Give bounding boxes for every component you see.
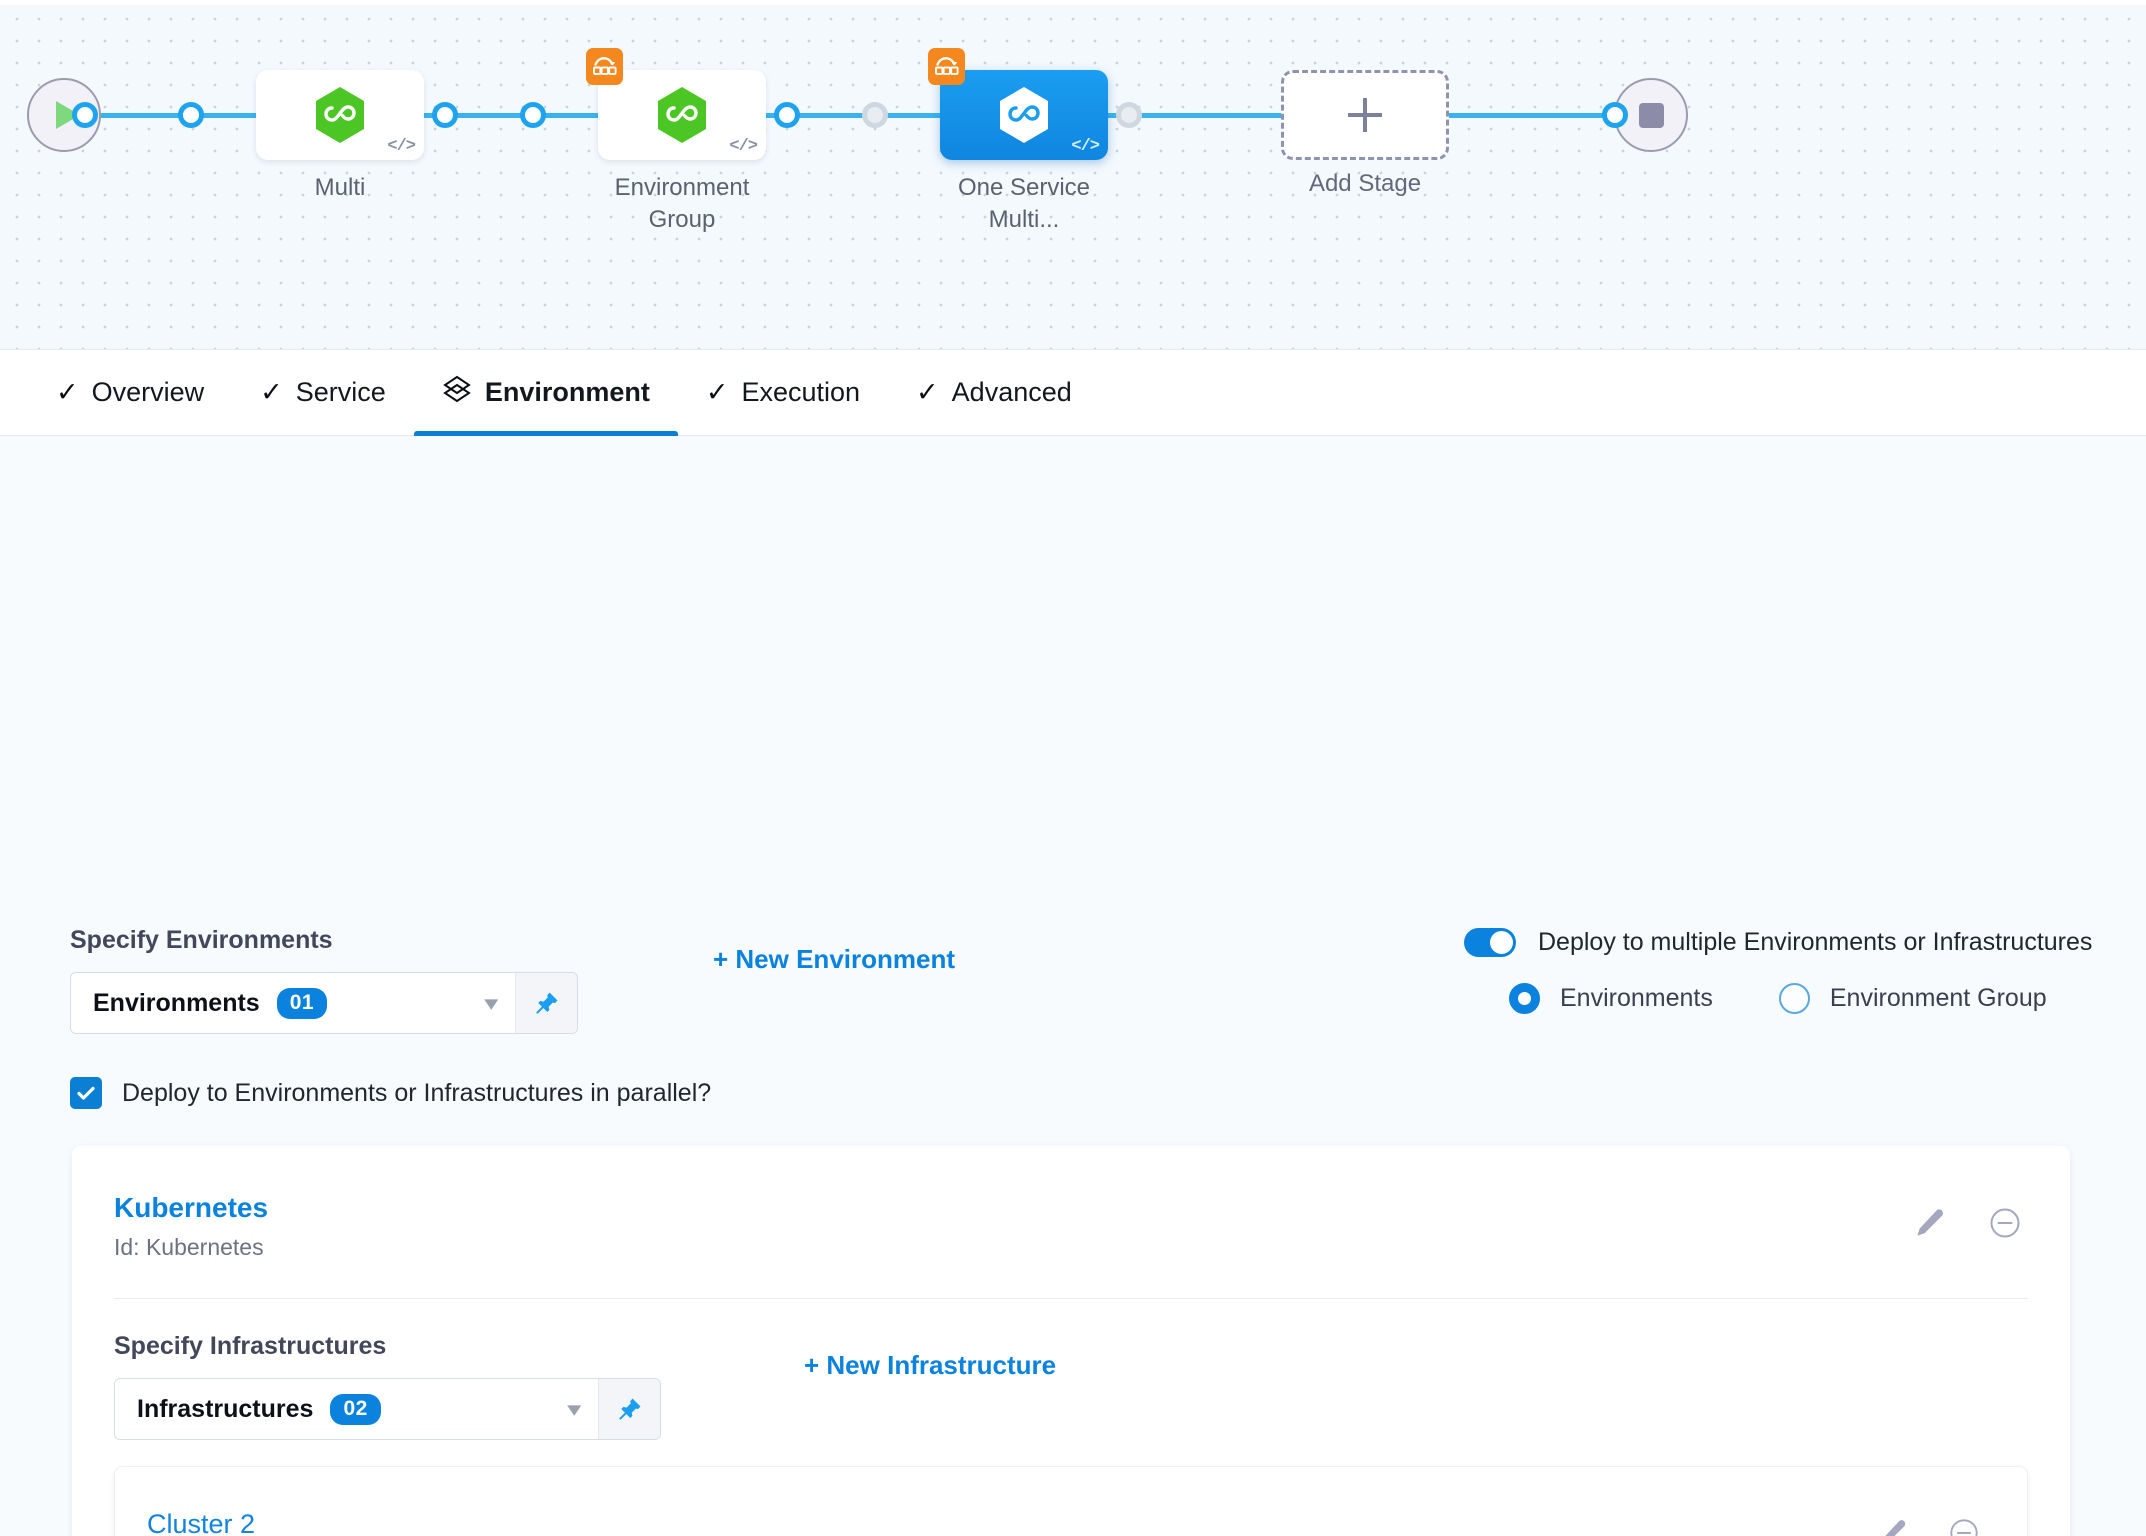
tab-overview[interactable]: ✓ Overview (28, 350, 232, 436)
parallel-deploy-checkbox[interactable] (70, 1077, 102, 1109)
connector-dot-end[interactable] (1602, 102, 1628, 128)
pushpin-icon (618, 1398, 640, 1420)
tab-label: Service (295, 377, 386, 407)
environments-select[interactable]: Environments 01 ▾ (70, 972, 578, 1034)
harness-hex-green-icon (658, 87, 706, 143)
stage-node-one-service-multi[interactable]: </> (928, 48, 1108, 160)
edit-infrastructure-button[interactable] (1876, 1517, 1908, 1536)
pin-environments-button[interactable] (515, 973, 577, 1033)
pin-infrastructures-button[interactable] (598, 1379, 660, 1439)
radio-environments-label: Environments (1560, 984, 1713, 1012)
connector-dot-start[interactable] (72, 102, 98, 128)
multi-deploy-group: Deploy to multiple Environments or Infra… (1464, 928, 2104, 1014)
new-infrastructure-link[interactable]: + New Infrastructure (804, 1350, 1057, 1380)
connector-dot-3[interactable] (520, 102, 546, 128)
minus-circle-icon (1950, 1519, 1978, 1536)
check-icon: ✓ (916, 377, 939, 407)
environment-card: Kubernetes Id: Kubernetes Specify Infras… (72, 1146, 2070, 1536)
parallel-deploy-row: Deploy to Environments or Infrastructure… (70, 1077, 711, 1109)
stage-yaml-icon: </> (1071, 137, 1100, 156)
tab-service[interactable]: ✓ Service (232, 350, 414, 436)
radio-environments[interactable] (1509, 983, 1540, 1014)
check-icon: ✓ (260, 377, 283, 407)
environment-name-link[interactable]: Kubernetes (114, 1192, 269, 1223)
environments-count-badge: 01 (276, 987, 328, 1019)
connector-dot-2[interactable] (432, 102, 458, 128)
infrastructures-count-badge: 02 (330, 1393, 381, 1425)
tab-environment[interactable]: Environment (413, 350, 678, 436)
tab-advanced[interactable]: ✓ Advanced (888, 350, 1100, 436)
stage-node-environment-group[interactable]: </> (586, 48, 766, 160)
stage-yaml-icon: </> (387, 137, 416, 156)
chevron-down-icon: ▾ (484, 991, 499, 1015)
connector-dot-4[interactable] (774, 102, 800, 128)
tab-label: Advanced (951, 377, 1072, 407)
multi-deploy-toggle-label: Deploy to multiple Environments or Infra… (1538, 928, 2093, 956)
pushpin-icon (535, 992, 557, 1014)
specify-infrastructures-label: Specify Infrastructures (114, 1332, 387, 1360)
parallel-deploy-label: Deploy to Environments or Infrastructure… (122, 1078, 712, 1107)
infrastructures-select[interactable]: Infrastructures 02 ▾ (114, 1378, 661, 1440)
connector-dot-5[interactable] (862, 102, 888, 128)
environment-panel: Specify Environments Environments 01 ▾ +… (0, 436, 2146, 1536)
layers-diamond-icon (442, 374, 472, 411)
specify-environments-group: Specify Environments Environments 01 ▾ +… (70, 926, 955, 1034)
infrastructure-list: Cluster 2 Id: Cluster_2 (114, 1466, 2028, 1536)
multi-deploy-toggle[interactable] (1464, 928, 1516, 957)
stop-icon (1638, 102, 1664, 128)
connector-dot-6[interactable] (1116, 102, 1142, 128)
add-stage-label: Add Stage (1308, 170, 1422, 197)
toggle-knob (1490, 931, 1513, 954)
radio-environment-group-label: Environment Group (1829, 984, 2047, 1012)
pipeline-start-node[interactable] (27, 78, 101, 152)
harness-hex-white-icon (1000, 87, 1048, 143)
tab-label: Overview (91, 377, 205, 407)
infrastructure-row[interactable]: Cluster 2 Id: Cluster_2 (114, 1466, 2028, 1536)
pencil-icon (1917, 1209, 1944, 1236)
pencil-icon (1885, 1520, 1906, 1536)
rollback-badge-icon (928, 48, 965, 85)
check-icon: ✓ (705, 377, 729, 407)
edit-environment-button[interactable] (1912, 1206, 1946, 1240)
specify-environments-label: Specify Environments (70, 926, 333, 954)
new-environment-link[interactable]: + New Environment (713, 944, 955, 974)
stage-yaml-icon: </> (729, 137, 758, 156)
infrastructures-select-value: Infrastructures (137, 1394, 314, 1423)
rollback-badge-icon (586, 48, 623, 85)
infrastructures-select-trigger[interactable]: Infrastructures 02 ▾ (115, 1379, 598, 1439)
minus-circle-icon (1990, 1208, 2020, 1238)
specify-infrastructures-group: Specify Infrastructures Infrastructures … (114, 1332, 1056, 1440)
harness-hex-green-icon (316, 87, 364, 143)
infrastructure-name-link[interactable]: Cluster 2 (147, 1509, 256, 1536)
connector-dot-1[interactable] (178, 102, 204, 128)
environment-card-header: Kubernetes Id: Kubernetes (114, 1192, 268, 1261)
check-icon (77, 1086, 95, 1100)
tab-execution[interactable]: ✓ Execution (678, 350, 888, 436)
remove-infrastructure-button[interactable] (1948, 1517, 1980, 1536)
environments-select-trigger[interactable]: Environments 01 ▾ (71, 973, 515, 1033)
stage-tabbar: ✓ Overview ✓ Service Environment ✓ Execu… (0, 350, 2146, 436)
chevron-down-icon: ▾ (567, 1397, 582, 1421)
tab-label: Environment (484, 377, 650, 407)
stage-node-multi[interactable]: </> (256, 70, 424, 160)
radio-environment-group[interactable] (1778, 983, 1810, 1014)
check-icon: ✓ (56, 377, 79, 407)
environments-select-value: Environments (93, 988, 260, 1017)
add-stage-button[interactable] (1281, 70, 1449, 160)
stage-label-multi: Multi (314, 174, 366, 201)
plus-icon (1348, 113, 1382, 117)
tab-label: Execution (741, 377, 861, 407)
remove-environment-button[interactable] (1988, 1206, 2022, 1240)
card-divider (114, 1298, 2028, 1299)
environment-id-text: Id: Kubernetes (114, 1234, 264, 1260)
